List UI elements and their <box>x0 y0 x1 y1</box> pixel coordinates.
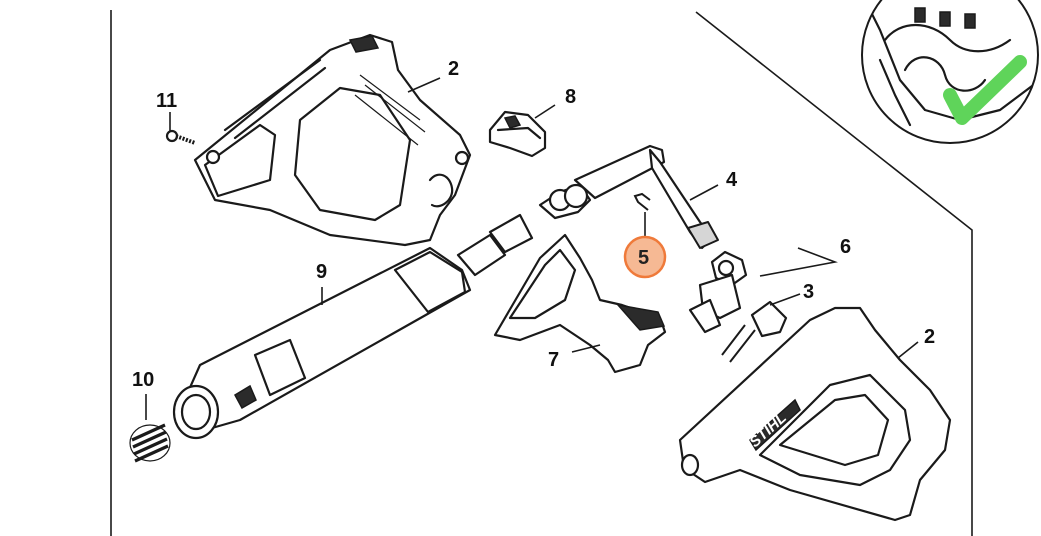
part-8-clip <box>488 110 547 158</box>
checkmark-icon <box>943 55 1027 125</box>
label-7: 7 <box>548 349 559 371</box>
part-2-housing-left <box>193 33 472 247</box>
leader-lines <box>145 77 919 420</box>
part-2-housing-right: STIHL <box>678 306 952 522</box>
part-labels: 11 2 8 4 6 3 9 10 7 2 5 <box>132 58 935 391</box>
label-8: 8 <box>565 86 576 108</box>
part-9-extension <box>172 213 534 440</box>
label-2-top: 2 <box>448 58 459 80</box>
highlight-circle <box>623 235 667 279</box>
label-2-bottom: 2 <box>924 326 935 348</box>
part-7-trigger <box>493 233 667 374</box>
part-4-tube <box>538 144 719 250</box>
diagram-frame <box>110 10 973 536</box>
label-9: 9 <box>316 261 327 283</box>
highlight-badge-5[interactable]: 5 <box>623 235 667 279</box>
part-6-nipple <box>688 250 748 334</box>
label-11: 11 <box>156 90 177 112</box>
label-10: 10 <box>132 369 154 391</box>
part-5-clip <box>633 192 651 211</box>
label-6: 6 <box>840 236 851 258</box>
label-3: 3 <box>803 281 814 303</box>
part-3-lock-clip <box>721 300 788 363</box>
part-10-spring <box>129 423 171 463</box>
part-11-screw <box>165 129 196 145</box>
label-5: 5 <box>638 247 649 269</box>
inset-detail-circle <box>861 0 1039 144</box>
label-4: 4 <box>726 169 738 191</box>
